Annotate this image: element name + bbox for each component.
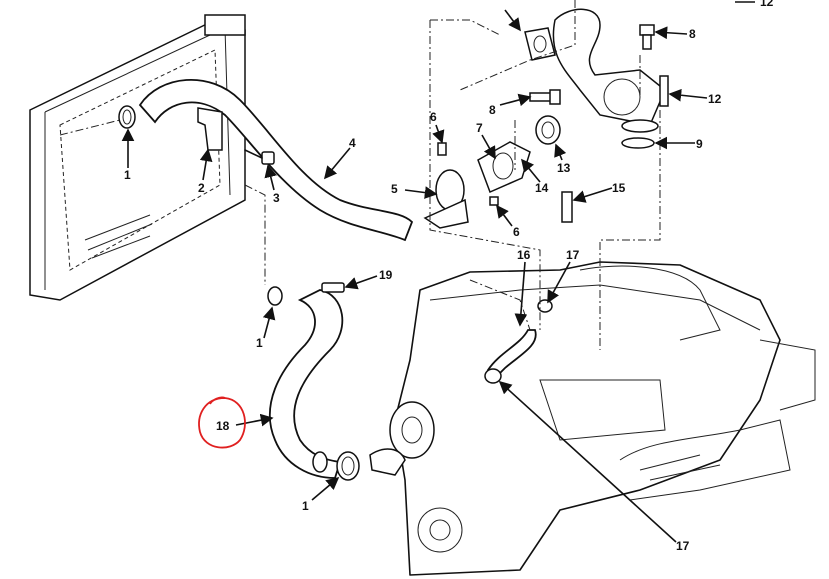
gasket-9 (621, 119, 659, 149)
callout-label: 16 (517, 248, 531, 262)
callout-label: 5 (391, 182, 398, 196)
callout-label: 12 (708, 92, 722, 106)
callout-label: 14 (535, 181, 549, 195)
engine-block (369, 261, 816, 576)
bolt-8 (639, 24, 655, 50)
callout-label: 2 (198, 181, 205, 195)
callout-label: 12 (760, 0, 774, 9)
water-pump (389, 401, 435, 459)
hose-end (312, 451, 328, 473)
callout-label: 8 (489, 103, 496, 117)
callout-label: 6 (430, 110, 437, 124)
hose-clamp (267, 286, 283, 306)
callout-label: 8 (689, 27, 696, 41)
bolt-6 (489, 196, 499, 206)
callout-label: 19 (379, 268, 393, 282)
callout-label: 7 (476, 121, 483, 135)
bolt-6 (437, 142, 447, 156)
callout-label: 1 (124, 168, 131, 182)
callout-label: 15 (612, 181, 626, 195)
hose-clamp (336, 451, 360, 481)
highlight-circle (198, 396, 246, 449)
callout-label: 17 (676, 539, 690, 553)
water-outlet (524, 8, 666, 126)
callout-label: 13 (557, 161, 571, 175)
callout-label: 1 (256, 336, 263, 350)
hose-clamp (484, 368, 502, 384)
callout-label: 1 (302, 499, 309, 513)
callout-label: 17 (566, 248, 580, 262)
assembly-centerlines (59, 0, 661, 350)
bolt-8 (529, 89, 561, 105)
hose-clamp (118, 105, 136, 129)
fitting-15 (561, 191, 573, 223)
callout-arrows (121, 1, 755, 543)
callout-label-highlighted: 18 (216, 419, 230, 433)
bolt-3 (244, 149, 275, 165)
radiator (29, 14, 246, 301)
thermostat-13 (535, 115, 561, 145)
callout-label: 3 (273, 191, 280, 205)
upper-radiator-hose (138, 79, 414, 242)
thermostat-housing-5 (423, 169, 469, 229)
sensor-12 (659, 75, 669, 107)
gasket-7 (477, 141, 531, 194)
lower-radiator-hose (269, 289, 344, 479)
callout-label: 6 (513, 225, 520, 239)
callout-label: 9 (696, 137, 703, 151)
callout-label: 4 (349, 136, 356, 150)
clamp-19 (321, 282, 345, 293)
